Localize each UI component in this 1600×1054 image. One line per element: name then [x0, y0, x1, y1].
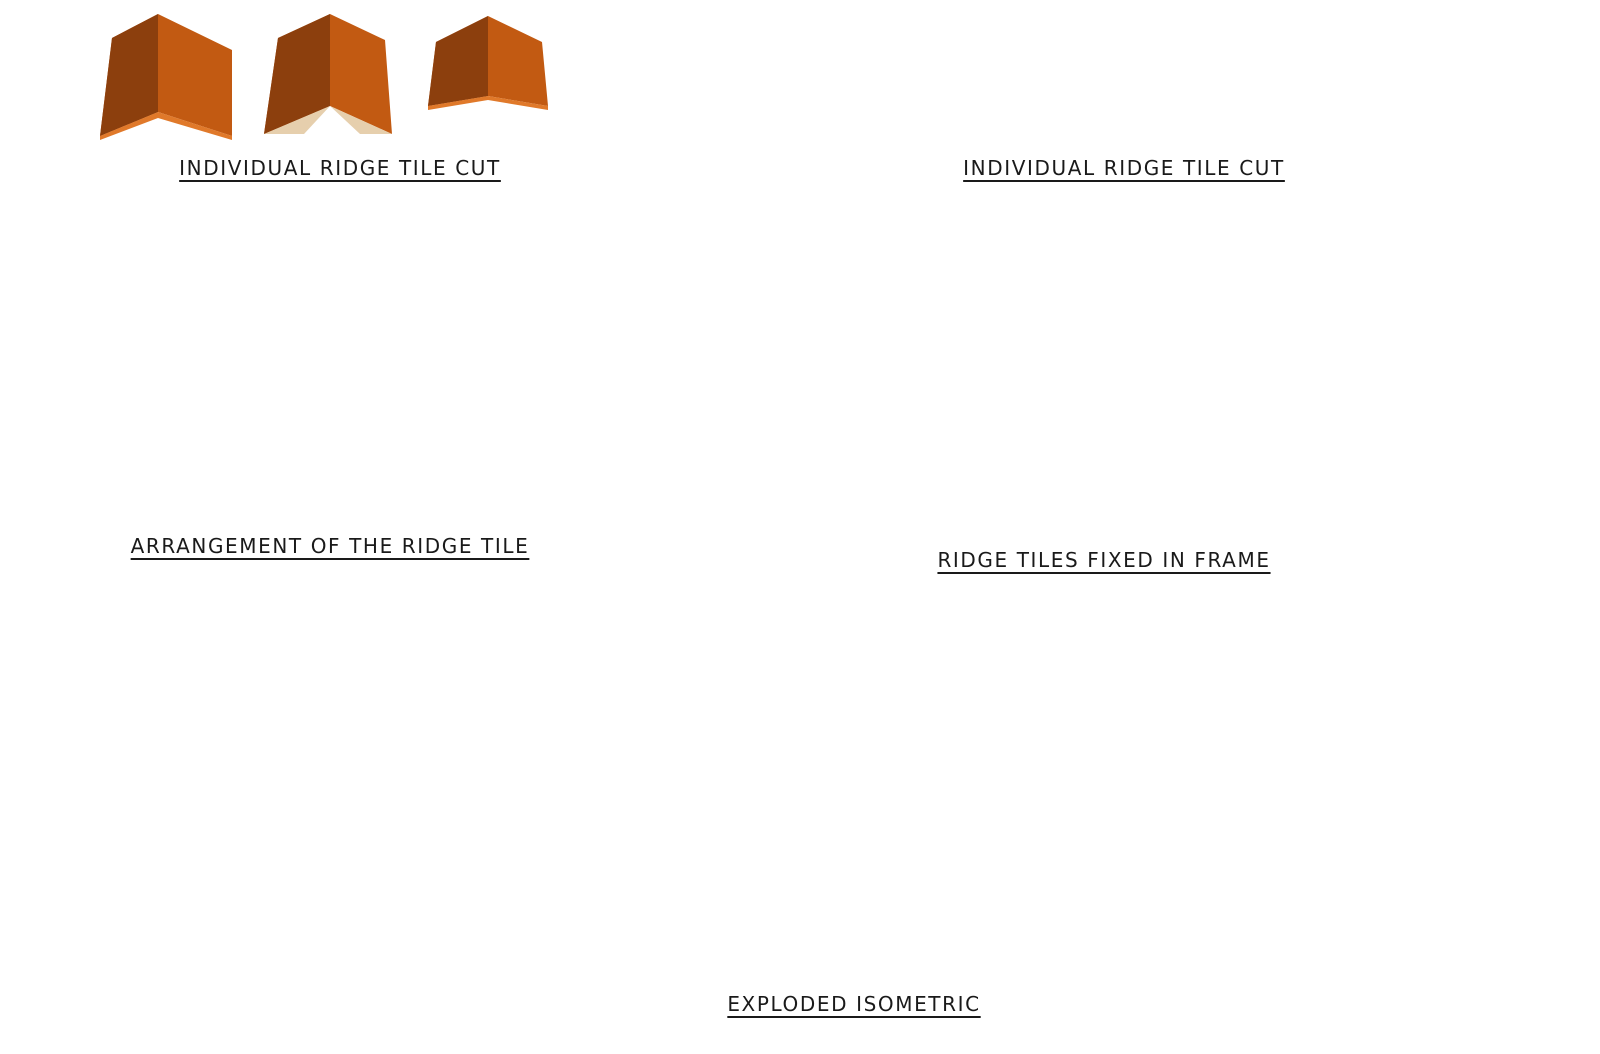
- ridge-tile-set-left: [100, 14, 548, 140]
- caption-fixed-in-frame: RIDGE TILES FIXED IN FRAME: [937, 548, 1271, 572]
- caption-tile-cut-right: INDIVIDUAL RIDGE TILE CUT: [963, 156, 1285, 180]
- caption-tile-cut-left: INDIVIDUAL RIDGE TILE CUT: [179, 156, 501, 180]
- ridge-tile-2: [264, 14, 392, 134]
- caption-exploded: EXPLODED ISOMETRIC: [727, 992, 981, 1016]
- ridge-tile-3: [428, 16, 548, 110]
- caption-arrangement: ARRANGEMENT OF THE RIDGE TILE: [130, 534, 530, 558]
- ridge-tile-1: [100, 14, 232, 140]
